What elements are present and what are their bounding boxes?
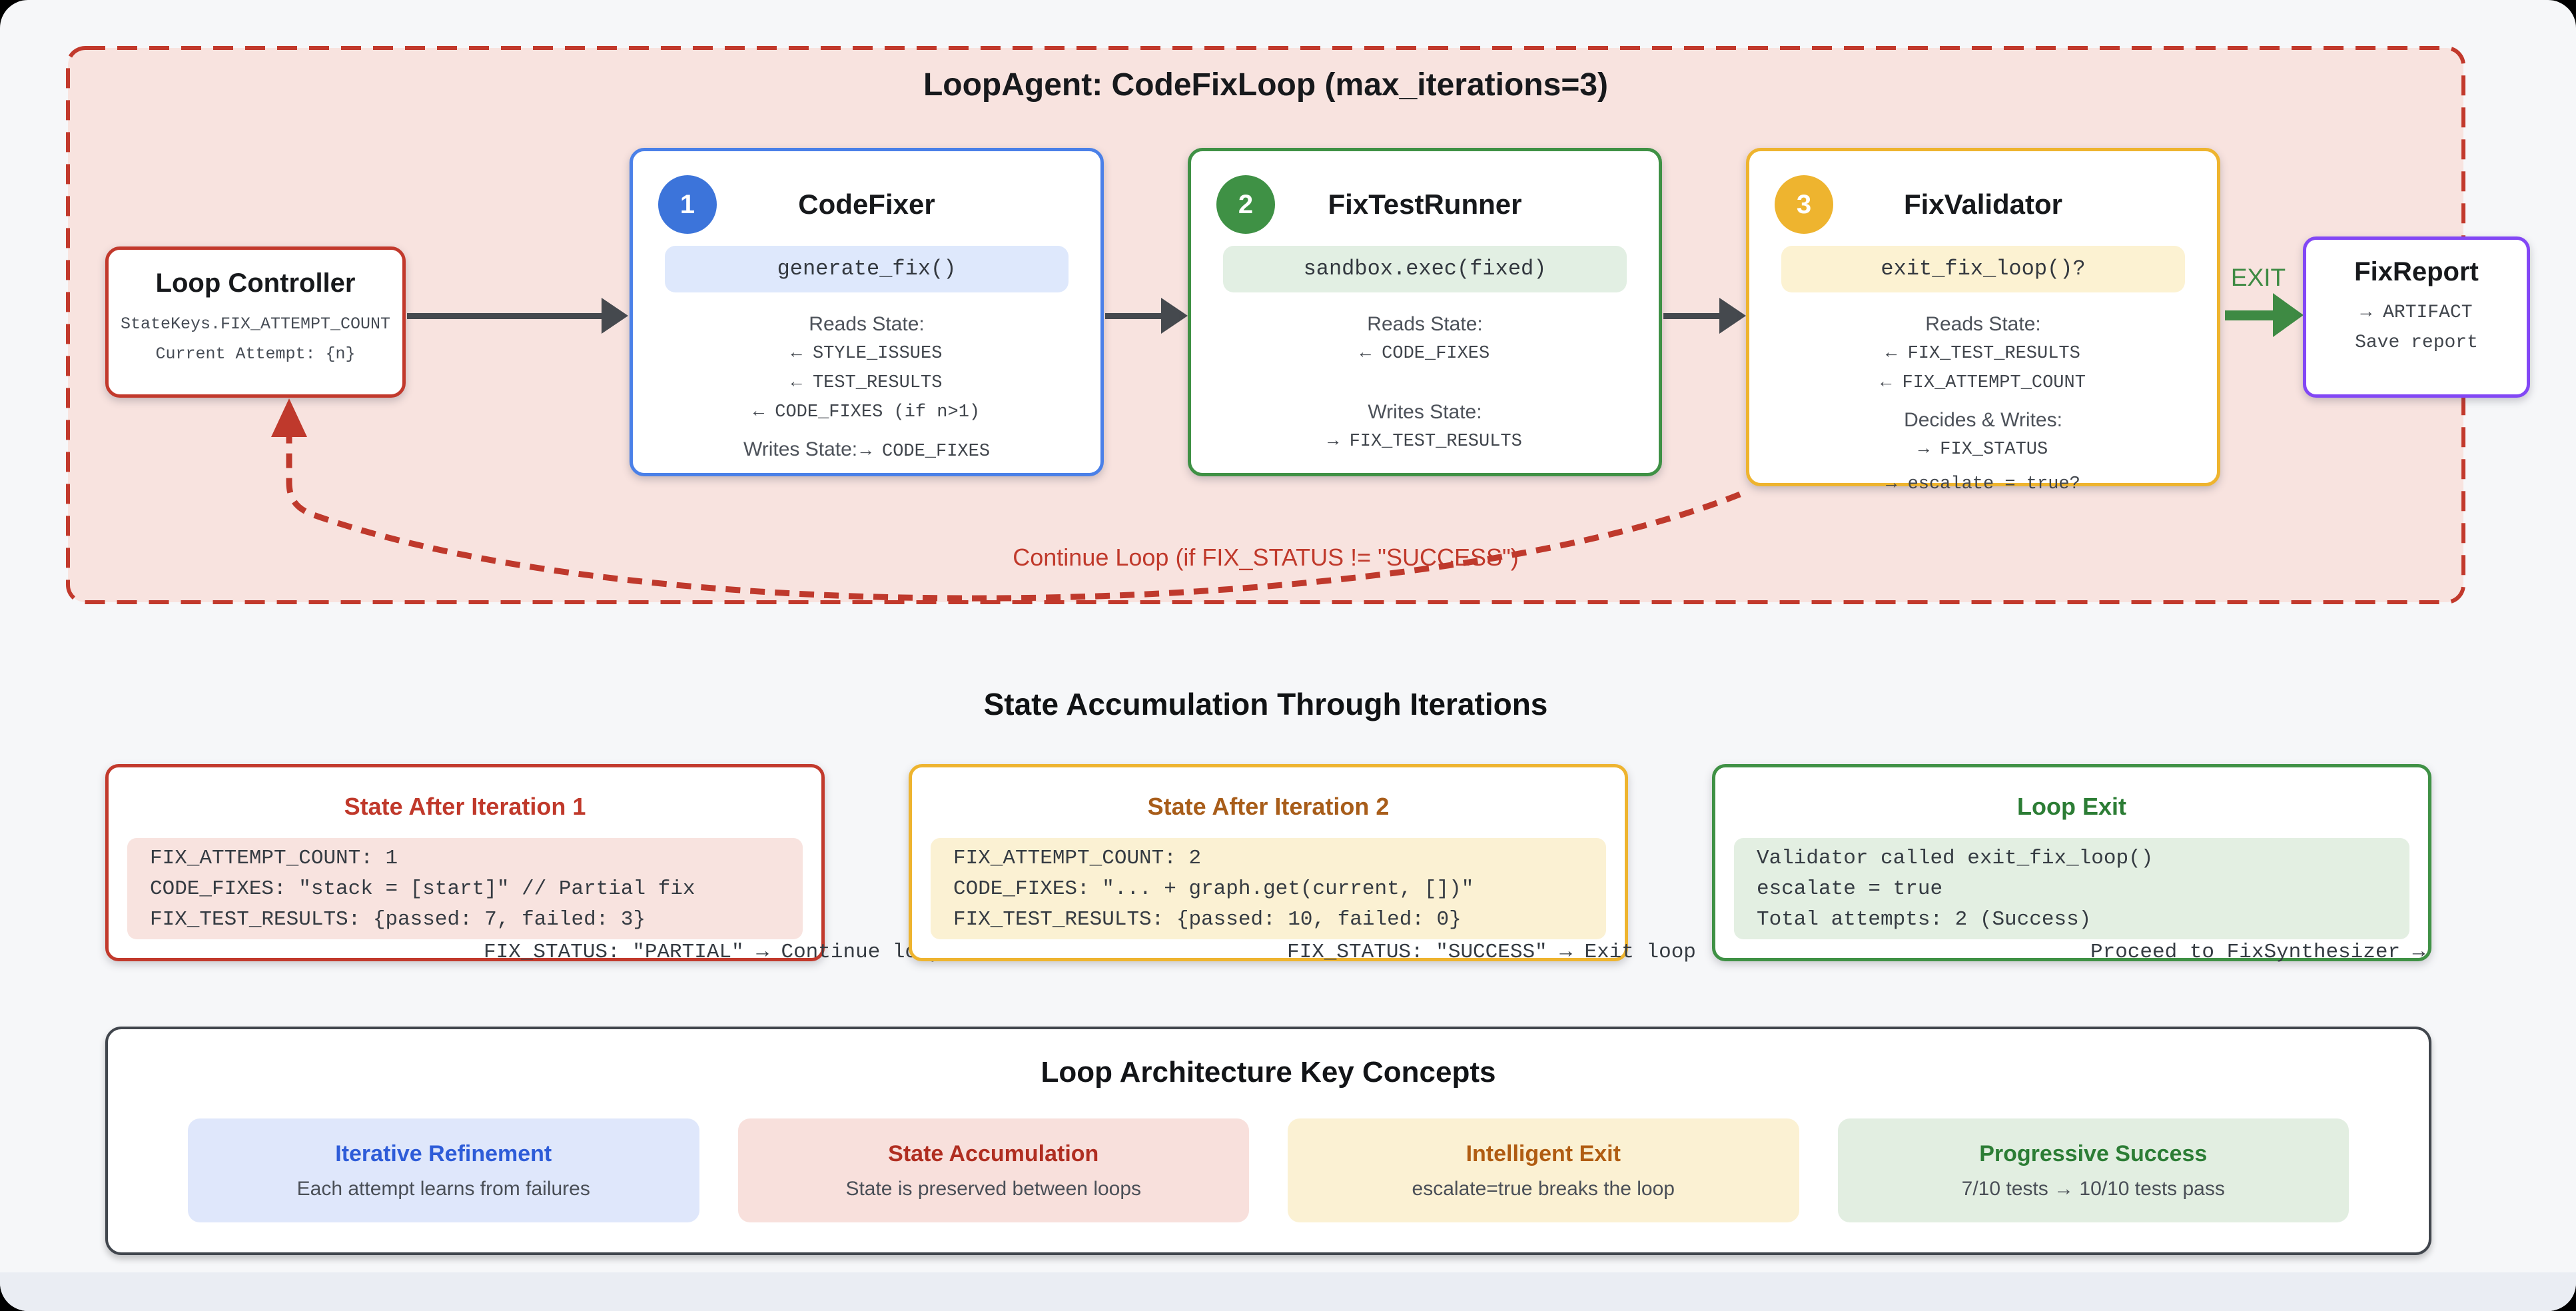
concept-title: Intelligent Exit (1466, 1141, 1621, 1166)
arrow-head-icon (2273, 293, 2304, 337)
agent-box-fixvalidator: 3 FixValidator exit_fix_loop()? Reads St… (1746, 148, 2220, 494)
step-number-badge: 3 (1775, 175, 1833, 234)
fix-report-title: FixReport (2354, 257, 2479, 286)
state-key-row: ← CODE_FIXES (if n>1) (753, 402, 981, 422)
code-line: FIX_ATTEMPT_COUNT: 1 (150, 847, 398, 870)
reads-state-heading: Reads State: (1925, 313, 2041, 335)
agent-box-codefixer: 1 CodeFixer generate_fix() Reads State: … (630, 148, 1104, 476)
spacer (1191, 368, 1659, 398)
concept-desc: 7/10 tests → 10/10 tests pass (1961, 1178, 2225, 1200)
concept-desc: Each attempt learns from failures (296, 1178, 590, 1200)
concept-title: Iterative Refinement (335, 1141, 552, 1166)
code-line: Total attempts: 2 (Success) (1757, 908, 2092, 931)
fix-report-line: Save report (2355, 332, 2478, 353)
agent-method-pill: generate_fix() (665, 246, 1069, 292)
agent-method-pill: sandbox.exec(fixed) (1223, 246, 1627, 292)
code-overflow-line: Proceed to FixSynthesizer → (2090, 941, 2425, 964)
concept-state-accumulation: State Accumulation State is preserved be… (737, 1118, 1249, 1222)
code-line: FIX_TEST_RESULTS: {passed: 7, failed: 3} (150, 908, 646, 931)
code-overflow-line: FIX_STATUS: "SUCCESS" → Exit loop (1287, 941, 1696, 964)
code-line: CODE_FIXES: "... + graph.get(current, []… (953, 877, 1474, 901)
state-card-iteration-2: State After Iteration 2 FIX_ATTEMPT_COUN… (909, 764, 1696, 964)
state-key-row: → FIX_STATUS (1918, 440, 2048, 460)
exit-label: EXIT (2230, 264, 2286, 291)
loop-controller-line: Current Attempt: {n} (155, 344, 356, 364)
step-number-badge: 1 (658, 175, 717, 234)
key-concepts-heading: Loop Architecture Key Concepts (1041, 1056, 1496, 1089)
arrow-head-icon (1161, 298, 1188, 334)
code-line: CODE_FIXES: "stack = [start]" // Partial… (150, 877, 695, 901)
state-key-row: ← CODE_FIXES (1360, 344, 1490, 364)
state-card-title: State After Iteration 2 (1147, 793, 1390, 820)
state-card-title: Loop Exit (2017, 793, 2126, 820)
state-code-block: Validator called exit_fix_loop() escalat… (1734, 838, 2409, 939)
state-key-row: ← FIX_ATTEMPT_COUNT (1881, 373, 2086, 393)
key-concepts-row: Iterative Refinement Each attempt learns… (188, 1118, 2349, 1222)
arrow-head-icon (1719, 298, 1746, 334)
state-card-title: State After Iteration 1 (344, 793, 586, 820)
concept-title: Progressive Success (1979, 1141, 2208, 1166)
arrow-shaft (407, 312, 602, 319)
decides-writes-heading: Decides & Writes: (1904, 409, 2062, 431)
window-bottom-band (0, 1272, 2576, 1311)
concept-iterative-refinement: Iterative Refinement Each attempt learns… (188, 1118, 699, 1222)
state-key-row: ← FIX_TEST_RESULTS (1886, 344, 2080, 364)
state-key-row: ← STYLE_ISSUES (791, 344, 943, 364)
loop-controller-title: Loop Controller (155, 268, 356, 298)
loop-controller-box: Loop Controller StateKeys.FIX_ATTEMPT_CO… (105, 246, 406, 398)
flow-arrow-testrunner-to-validator (1663, 298, 1746, 334)
writes-state-heading: Writes State: (743, 438, 858, 460)
arrow-head-icon (602, 298, 628, 334)
concept-intelligent-exit: Intelligent Exit escalate=true breaks th… (1288, 1118, 1799, 1222)
state-key-row: ← TEST_RESULTS (791, 373, 943, 393)
writes-state-row: Writes State: → CODE_FIXES (633, 435, 1100, 468)
agent-box-fixtestrunner: 2 FixTestRunner sandbox.exec(fixed) Read… (1188, 148, 1662, 476)
state-key-row-overflow: → escalate = true? (1886, 474, 2080, 494)
arrow-shaft (2225, 310, 2273, 320)
writes-state-heading: Writes State: (1368, 401, 1482, 423)
concept-desc: State is preserved between loops (845, 1178, 1142, 1200)
step-number-badge: 2 (1216, 175, 1275, 234)
key-concepts-card: Loop Architecture Key Concepts Iterative… (105, 1027, 2431, 1255)
state-code-block: FIX_ATTEMPT_COUNT: 2 CODE_FIXES: "... + … (931, 838, 1606, 939)
code-line: FIX_ATTEMPT_COUNT: 2 (953, 847, 1202, 870)
loop-title: LoopAgent: CodeFixLoop (max_iterations=3… (923, 67, 1609, 103)
flow-arrow-codefixer-to-testrunner (1105, 298, 1188, 334)
concept-title: State Accumulation (888, 1141, 1099, 1166)
arrow-shaft (1105, 312, 1161, 319)
state-card-iteration-1: State After Iteration 1 FIX_ATTEMPT_COUN… (105, 764, 943, 964)
state-key-row: → FIX_TEST_RESULTS (1328, 432, 1522, 452)
curve-arrow-head-icon (271, 398, 307, 437)
state-card-loop-exit: Loop Exit Validator called exit_fix_loop… (1712, 764, 2431, 964)
code-line: FIX_TEST_RESULTS: {passed: 10, failed: 0… (953, 908, 1462, 931)
state-code-block: FIX_ATTEMPT_COUNT: 1 CODE_FIXES: "stack … (127, 838, 803, 939)
reads-state-heading: Reads State: (809, 313, 925, 335)
code-overflow-line: FIX_STATUS: "PARTIAL" → Continue loop (484, 941, 943, 964)
fix-report-line: → ARTIFACT (2360, 302, 2473, 323)
state-key-inline: → CODE_FIXES (860, 442, 991, 462)
code-line: Validator called exit_fix_loop() (1757, 847, 2154, 870)
arrow-shaft (1663, 312, 1719, 319)
exit-arrow (2225, 293, 2304, 337)
concept-desc: escalate=true breaks the loop (1412, 1178, 1675, 1200)
state-section-heading: State Accumulation Through Iterations (983, 687, 1548, 721)
loop-controller-line: StateKeys.FIX_ATTEMPT_COUNT (120, 314, 391, 334)
code-line: escalate = true (1757, 877, 1943, 901)
reads-state-heading: Reads State: (1367, 313, 1483, 335)
concept-progressive-success: Progressive Success 7/10 tests → 10/10 t… (1837, 1118, 2349, 1222)
fix-report-box: FixReport → ARTIFACT Save report (2303, 236, 2530, 398)
flow-arrow-controller-to-codefixer (407, 298, 628, 334)
agent-method-pill: exit_fix_loop()? (1781, 246, 2185, 292)
continue-loop-label: Continue Loop (if FIX_STATUS != "SUCCESS… (1013, 544, 1519, 571)
